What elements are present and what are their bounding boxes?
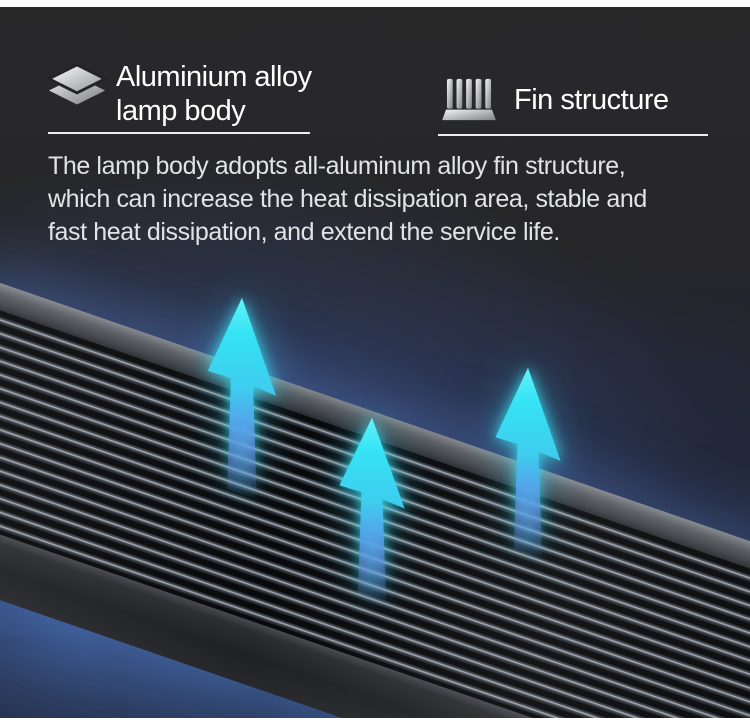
feature-title-line1: Aluminium alloy xyxy=(116,61,312,93)
page-margin-top xyxy=(0,0,750,7)
title-underline xyxy=(438,134,708,136)
description-line2: which can increase the heat dissipation … xyxy=(48,185,647,213)
heat-arrow-up-icon xyxy=(495,367,561,560)
feature-title: Aluminium alloy lamp body xyxy=(116,60,312,128)
title-underline xyxy=(48,132,310,134)
layers-icon xyxy=(46,63,108,105)
feature-title-line2: lamp body xyxy=(116,95,246,127)
page-margin-bottom xyxy=(0,718,750,726)
heat-arrow-up-icon xyxy=(207,297,277,500)
heat-arrow-up-icon xyxy=(339,417,405,605)
feature-fin-structure: Fin structure xyxy=(440,77,669,123)
feature-description: The lamp body adopts all-aluminum alloy … xyxy=(48,150,647,249)
description-line3: fast heat dissipation, and extend the se… xyxy=(48,218,560,246)
heatsink-fin-icon xyxy=(442,78,496,121)
feature-aluminium-alloy: Aluminium alloy lamp body xyxy=(46,60,312,128)
description-line1: The lamp body adopts all-aluminum alloy … xyxy=(48,152,626,180)
feature-title: Fin structure xyxy=(514,84,669,116)
